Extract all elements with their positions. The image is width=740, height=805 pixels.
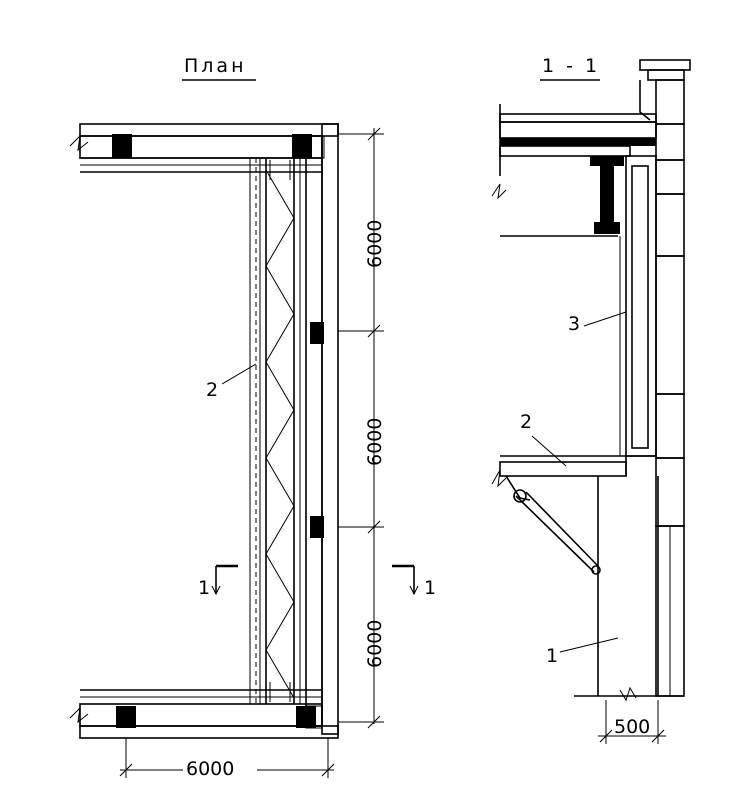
section-wall-panel (619, 155, 657, 457)
section-i-beam (590, 156, 624, 234)
plan-top-wall (69, 123, 339, 173)
section-title: 1 - 1 (542, 55, 600, 77)
plan-dim-right-3: 6000 (364, 620, 386, 668)
plan-dimension-bottom (119, 738, 335, 778)
plan-bottom-wall (69, 689, 339, 739)
section-label-3: 3 (568, 313, 580, 335)
section-label-2-leader (531, 435, 567, 467)
section-outer-wall (655, 123, 685, 697)
section-label-2: 2 (520, 411, 532, 433)
section-label-1-leader (559, 637, 619, 653)
plan-section-label-right: 1 (424, 577, 436, 599)
plan-view: 6000 6000 6000 6000 План 2 1 1 (69, 55, 436, 780)
plan-title: План (184, 55, 247, 77)
plan-dim-right-2: 6000 (364, 418, 386, 466)
section-bracket (505, 475, 601, 575)
plan-label-2: 2 (206, 379, 218, 401)
section-view: 1 - 1 (491, 55, 691, 744)
plan-section-mark-left (211, 564, 238, 596)
plan-right-wall (305, 123, 339, 735)
section-dim-bottom: 500 (614, 716, 650, 738)
section-column (574, 476, 684, 702)
plan-truss (249, 157, 301, 705)
plan-section-mark-right (392, 564, 419, 596)
plan-dim-right-1: 6000 (364, 220, 386, 268)
section-floor-slab (491, 455, 656, 488)
section-roof-slab (491, 104, 657, 237)
plan-section-label-left: 1 (198, 577, 210, 599)
section-label-1: 1 (546, 645, 558, 667)
plan-dim-bottom: 6000 (186, 758, 234, 780)
plan-label-2-leader (221, 363, 257, 385)
section-label-3-leader (583, 311, 627, 327)
section-dimension-bottom (598, 700, 666, 744)
plan-dimension-right (338, 127, 384, 729)
